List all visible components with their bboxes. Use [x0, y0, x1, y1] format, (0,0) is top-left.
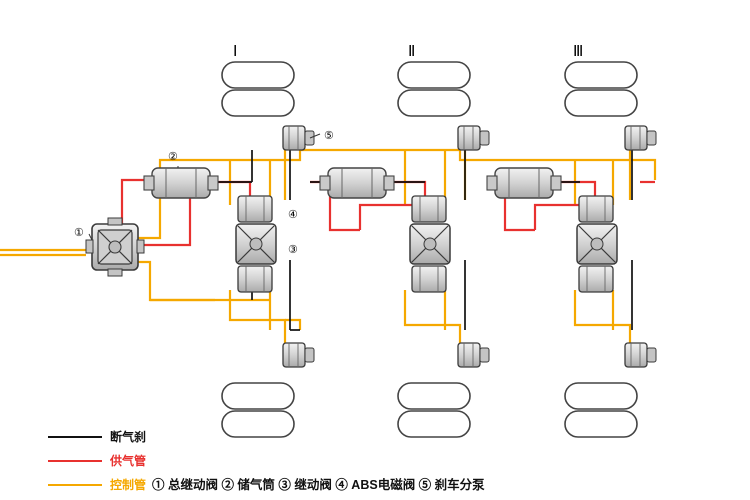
- relay-valve-stack-axle-2: [409, 195, 451, 293]
- air-reservoirs: [143, 167, 562, 199]
- legend-swatch-brake: [48, 436, 102, 438]
- axle-label-1: Ⅰ: [233, 44, 238, 60]
- axle-label-3: Ⅲ: [573, 44, 584, 60]
- callout-1: ①: [74, 227, 84, 239]
- legend-swatch-control: [48, 484, 102, 486]
- callout-2: ②: [168, 151, 178, 163]
- relay-valve-stack-axle-3: [576, 195, 618, 293]
- callout-3: ③: [288, 244, 298, 256]
- legend-swatch-supply: [48, 460, 102, 462]
- legend-label-brake: 断气刹: [110, 430, 147, 444]
- air-bellows-top: [221, 61, 638, 117]
- brake-chambers: [282, 125, 657, 368]
- callout-4: ④: [288, 209, 298, 221]
- relay-valve-stack-axle-1: [235, 195, 277, 293]
- air-bellows-bottom: [221, 382, 638, 438]
- legend-label-supply: 供气管: [110, 454, 147, 468]
- callout-leaders: [88, 133, 321, 241]
- callout-5: ⑤: [324, 130, 334, 142]
- axle-label-2: Ⅱ: [408, 44, 416, 60]
- main-relay-valve: [85, 217, 145, 277]
- legend-label-control: 控制管: [110, 478, 147, 492]
- legend-key-list: ① 总继动阀 ② 储气筒 ③ 继动阀 ④ ABS电磁阀 ⑤ 刹车分泵: [152, 478, 485, 492]
